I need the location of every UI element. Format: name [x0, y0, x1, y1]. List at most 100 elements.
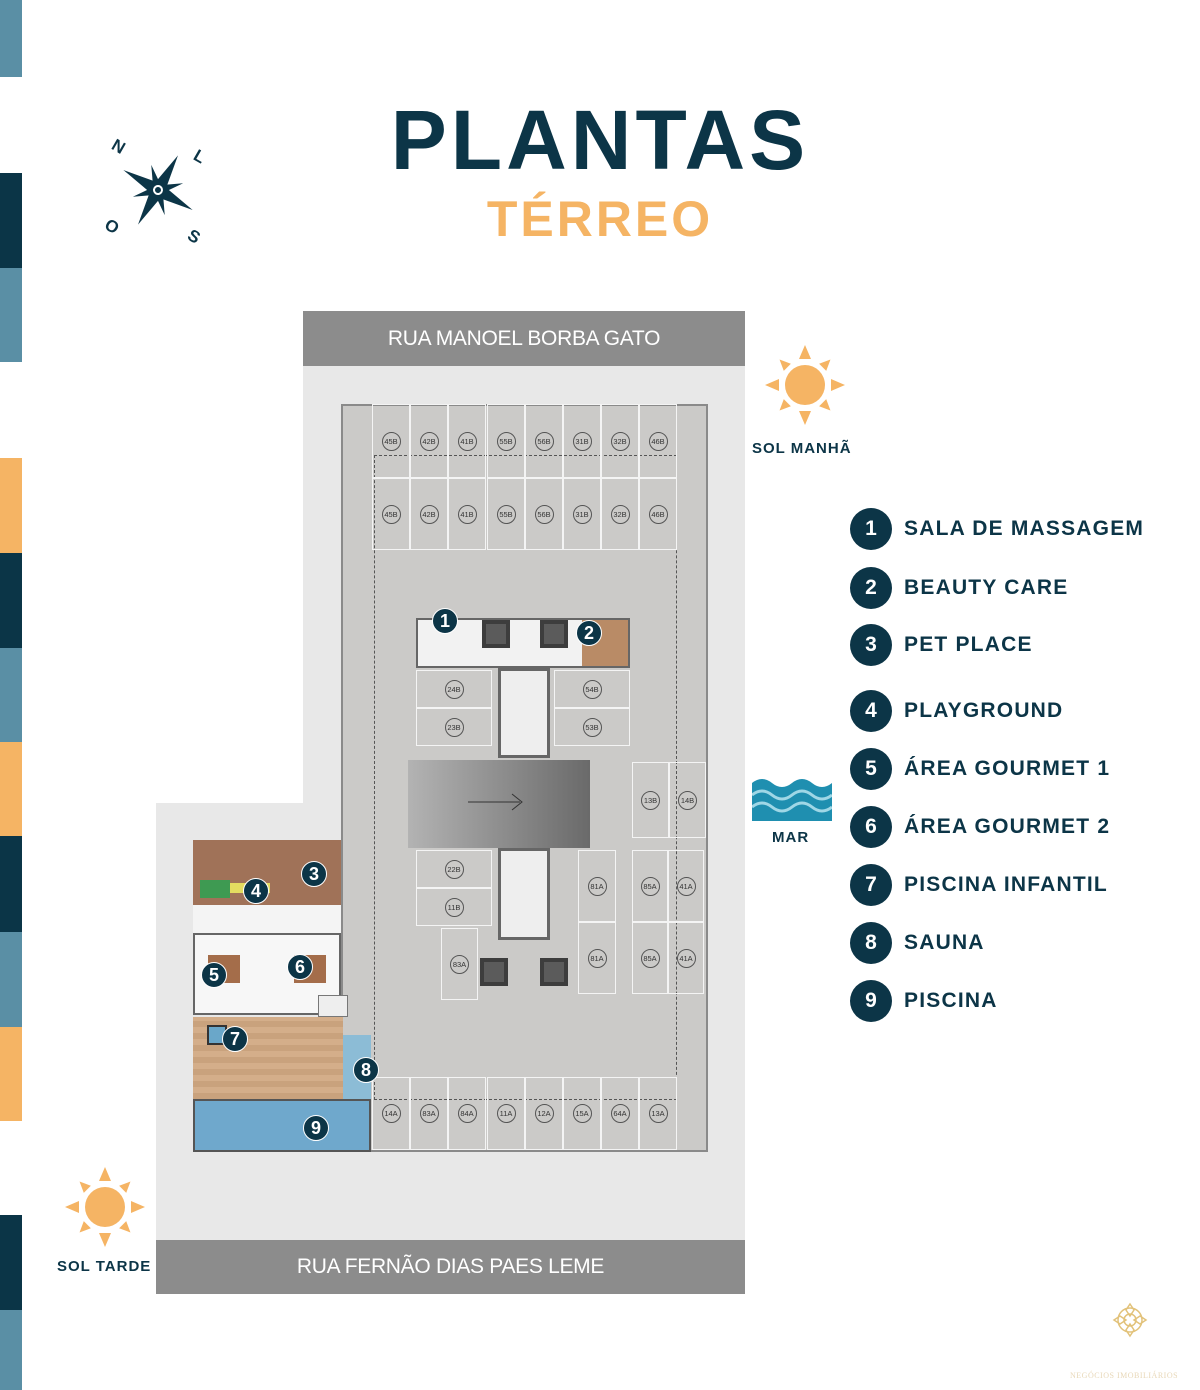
stripe: [0, 0, 22, 77]
parking-spot: 32B: [601, 478, 639, 550]
legend-item: 1 SALA DE MASSAGEM: [850, 508, 1144, 550]
parking-spot: 41B: [448, 404, 486, 478]
stripe: [0, 1310, 22, 1390]
parking-spot-label: 24B: [444, 679, 464, 699]
compass-icon: N L S O: [100, 135, 215, 250]
page-title: PLANTAS: [390, 93, 810, 187]
parking-spot: 64A: [601, 1077, 639, 1150]
legend-number: 1: [850, 508, 892, 550]
parking-spot-label: 83A: [419, 1104, 439, 1123]
parking-spot: 85A: [632, 850, 668, 922]
parking-spot: 45B: [372, 404, 410, 478]
street-top: RUA MANOEL BORBA GATO: [303, 311, 745, 366]
legend-label: PISCINA: [904, 989, 998, 1012]
parking-spot-label: 23B: [444, 717, 464, 737]
stripe: [0, 742, 22, 836]
legend-number: 2: [850, 567, 892, 609]
parking-spot-label: 32B: [610, 504, 630, 524]
parking-spot: 14A: [372, 1077, 410, 1150]
parking-spot-label: 31B: [572, 504, 592, 524]
stripe: [0, 932, 22, 1027]
pillar: [480, 958, 508, 986]
legend-label: PET PLACE: [904, 633, 1033, 656]
parking-spot: 85A: [632, 922, 668, 994]
parking-spot: 13B: [632, 762, 669, 838]
parking-spot-label: 41B: [457, 504, 477, 524]
pillar: [540, 958, 568, 986]
parking-spot-label: 14A: [381, 1104, 401, 1123]
pillar: [540, 620, 568, 648]
legend-label: SALA DE MASSAGEM: [904, 517, 1145, 540]
parking-spot: 41A: [668, 922, 704, 994]
parking-spot: 41A: [668, 850, 704, 922]
pillar: [482, 620, 510, 648]
parking-spot-label: 14B: [678, 790, 697, 810]
parking-spot-label: 56B: [534, 431, 554, 451]
logo-text: NEGÓCIOS IMOBILIÁRIOS: [1070, 1371, 1179, 1380]
parking-spot-label: 55B: [496, 431, 516, 451]
parking-spot: 55B: [487, 404, 525, 478]
parking-spot-label: 32B: [610, 431, 630, 451]
stair-core-top: [498, 668, 550, 758]
parking-spot: 11B: [416, 888, 492, 926]
parking-spot-label: 53B: [582, 717, 602, 737]
parking-spot: 31B: [563, 404, 601, 478]
parking-spot: 14B: [669, 762, 706, 838]
legend-number: 6: [850, 806, 892, 848]
legend-item: 5 ÁREA GOURMET 1: [850, 748, 1110, 790]
stripe: [0, 836, 22, 932]
street-bottom: RUA FERNÃO DIAS PAES LEME: [156, 1240, 745, 1294]
parking-spot-label: 13A: [648, 1104, 668, 1123]
stripe: [0, 173, 22, 268]
stripe: [0, 1215, 22, 1310]
legend-label: ÁREA GOURMET 1: [904, 757, 1111, 780]
marker-7: 7: [222, 1026, 248, 1052]
parking-spot-label: 22B: [444, 859, 464, 879]
parking-spot-label: 13B: [641, 790, 660, 810]
parking-spot-label: 45B: [381, 431, 401, 451]
parking-spot: 11A: [487, 1077, 525, 1150]
legend-label: SAUNA: [904, 931, 985, 954]
stripe: [0, 1027, 22, 1121]
marker-8: 8: [353, 1057, 379, 1083]
logo-icon: [1110, 1302, 1150, 1343]
parking-spot-label: 85A: [640, 948, 660, 968]
parking-spot: 46B: [639, 404, 677, 478]
sun-afternoon-label: SOL TARDE: [57, 1258, 152, 1275]
legend-number: 8: [850, 922, 892, 964]
parking-spot: 56B: [525, 478, 563, 550]
parking-spot: 55B: [487, 478, 525, 550]
parking-spot: 81A: [578, 922, 616, 994]
parking-spot: 54B: [554, 670, 630, 708]
parking-spot-label: 11B: [444, 897, 464, 917]
playground-mat: [200, 880, 230, 898]
marker-9: 9: [303, 1115, 329, 1141]
acesso-pne: [318, 995, 348, 1017]
parking-spot-label: 15A: [572, 1104, 592, 1123]
parking-spot-label: 41A: [676, 876, 696, 896]
parking-spot-label: 42B: [419, 431, 439, 451]
legend-number: 5: [850, 748, 892, 790]
parking-spot-label: 81A: [587, 876, 607, 896]
sun-morning-icon: [760, 340, 850, 435]
parking-spot: 12A: [525, 1077, 563, 1150]
parking-spot-label: 64A: [610, 1104, 630, 1123]
marker-4: 4: [243, 878, 269, 904]
marker-1: 1: [432, 608, 458, 634]
stripe: [0, 553, 22, 648]
parking-spot-label: 42B: [419, 504, 439, 524]
parking-spot: 24B: [416, 670, 492, 708]
parking-spot: 22B: [416, 850, 492, 888]
legend-label: ÁREA GOURMET 2: [904, 815, 1111, 838]
parking-spot: 53B: [554, 708, 630, 746]
legend-number: 9: [850, 980, 892, 1022]
parking-spot: 45B: [372, 478, 410, 550]
parking-spot-label: 11A: [496, 1104, 516, 1123]
parking-spot-label: 84A: [457, 1104, 477, 1123]
parking-spot: 83A: [441, 928, 478, 1000]
marker-3: 3: [301, 861, 327, 887]
sea-label: MAR: [772, 829, 810, 846]
